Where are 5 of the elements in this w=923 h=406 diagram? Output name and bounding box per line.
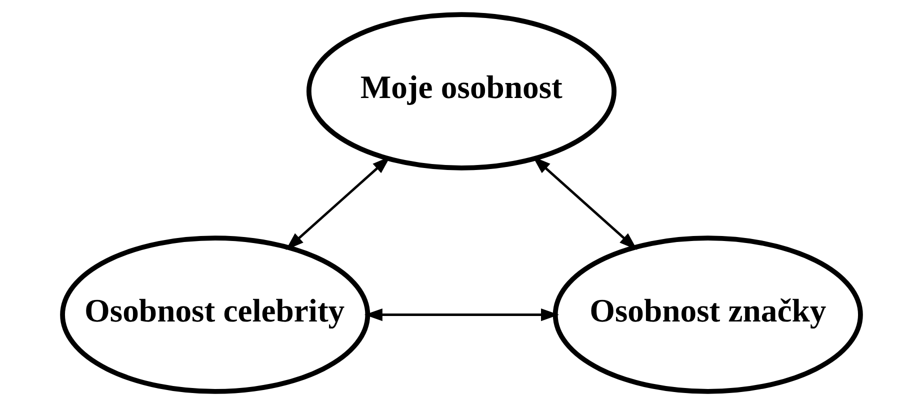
node-ellipse: Osobnost značky	[552, 236, 863, 394]
node-ellipse: Moje osobnost	[306, 12, 617, 170]
arrow	[364, 308, 559, 322]
node-ellipse: Osobnost celebrity	[60, 236, 370, 394]
arrow	[286, 156, 390, 250]
